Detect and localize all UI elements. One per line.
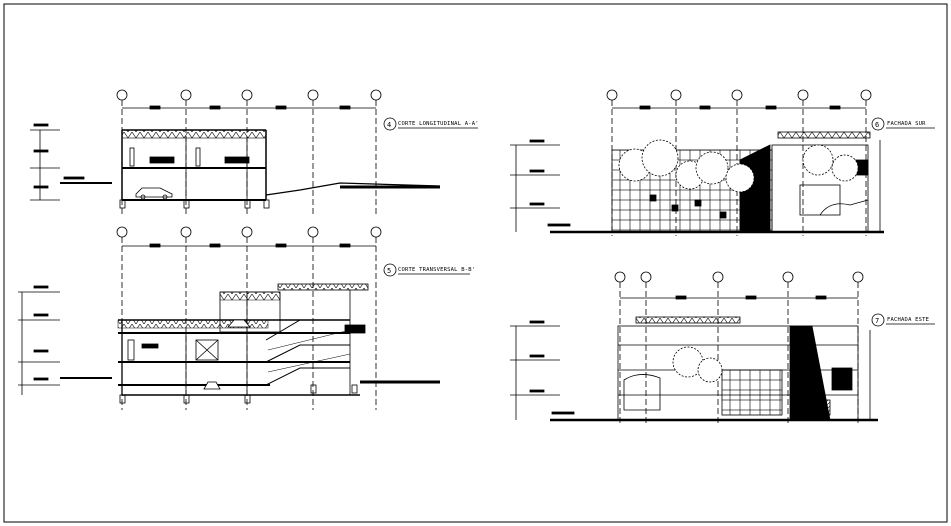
view-title-6: FACHADA SUR: [887, 121, 926, 127]
view-title-5: CORTE TRANSVERSAL B-B': [398, 267, 475, 273]
grid-axis-markers: [116, 226, 382, 410]
section-longitudinal: [30, 89, 478, 215]
section-transversal: [18, 226, 470, 410]
sheet-border: [3, 3, 948, 523]
tree-cluster: [672, 346, 723, 383]
view-number-6: 6: [875, 121, 879, 129]
tree-cluster: [618, 139, 859, 193]
elevation-south: [510, 89, 935, 236]
view-number-5: 5: [387, 267, 391, 275]
elevation-east: [510, 271, 935, 425]
view-number-4: 4: [387, 121, 391, 129]
view-title-4: CORTE LONGITUDINAL A-A': [398, 121, 479, 127]
view-number-7: 7: [875, 317, 879, 325]
view-title-7: FACHADA ESTE: [887, 317, 929, 323]
